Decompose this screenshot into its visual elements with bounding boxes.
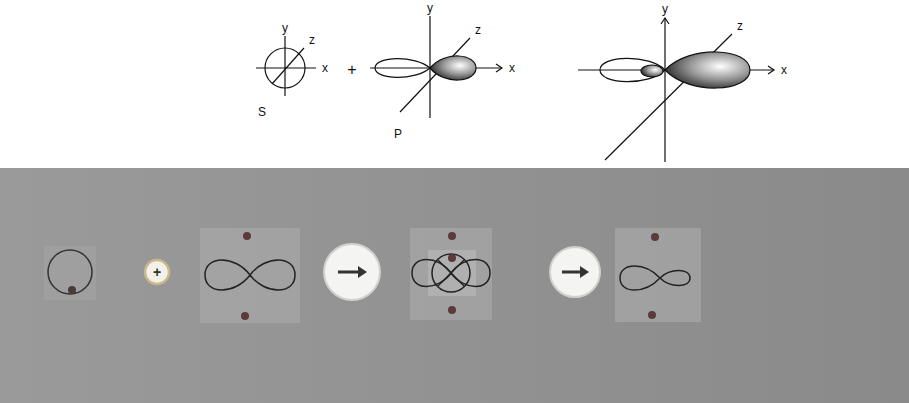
button-text: + <box>153 265 161 279</box>
plus-sign: + <box>347 62 356 78</box>
axis-label: y <box>427 2 433 14</box>
plus-button: + <box>143 258 171 286</box>
axis-label: x <box>781 64 787 76</box>
axis-label: z <box>737 20 743 32</box>
axis-label: y <box>662 3 668 15</box>
orbital-name: P <box>394 128 402 140</box>
orbital-name: S <box>258 106 266 118</box>
axis-label: y <box>282 22 288 34</box>
axis-label: x <box>322 62 328 74</box>
axis-label: x <box>509 62 515 74</box>
axis-label: z <box>475 24 481 36</box>
axis-label: z <box>309 34 315 46</box>
